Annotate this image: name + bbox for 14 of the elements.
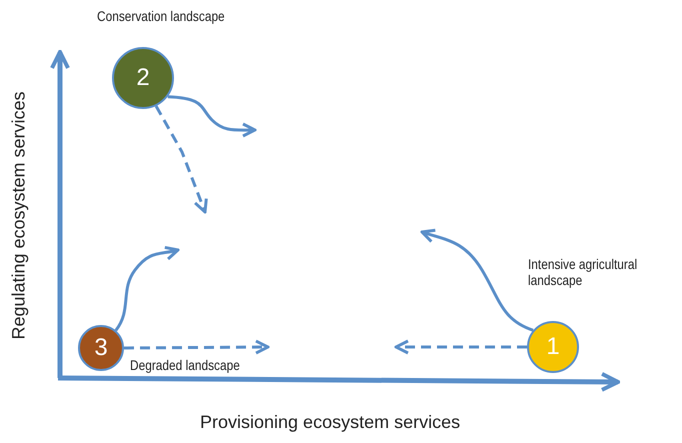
axis-title: Provisioning ecosystem services [200, 412, 460, 433]
curved-arrow [420, 228, 534, 332]
numbered-circle: 3 [78, 325, 124, 371]
landscape-label: Degraded landscape [130, 357, 241, 373]
dashed-arrow [124, 340, 270, 355]
dashed-arrow [394, 340, 527, 354]
landscape-label: Intensive agricultural landscape [528, 256, 638, 288]
curved-arrow [114, 246, 180, 332]
dashed-arrow [154, 105, 208, 214]
axis-title: Regulating ecosystem services [8, 91, 30, 340]
numbered-circle: 1 [527, 321, 579, 373]
landscape-label: Conservation landscape [97, 8, 226, 24]
curved-arrow [168, 95, 256, 138]
numbered-circle: 2 [112, 47, 174, 109]
